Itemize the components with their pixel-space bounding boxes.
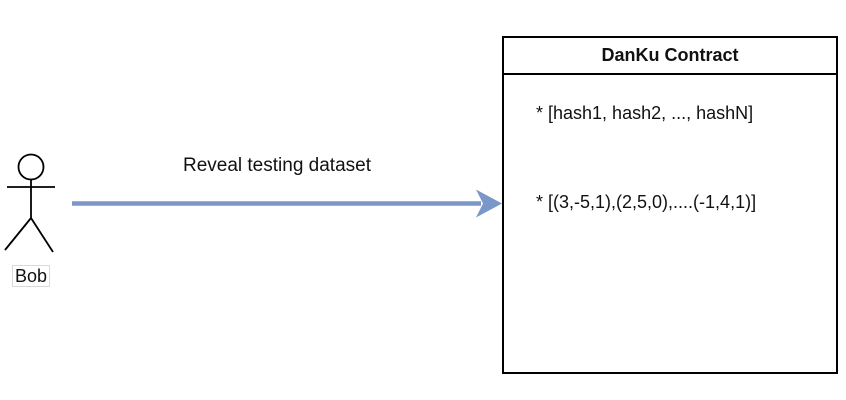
actor-label: Bob: [12, 265, 51, 287]
contract-item: * [hash1, hash2, ..., hashN]: [536, 103, 754, 123]
actor-figure-icon: [4, 153, 55, 253]
contract-title: DanKu Contract: [601, 45, 739, 65]
reveal-arrow: [72, 189, 502, 218]
arrow-label: Reveal testing dataset: [182, 155, 371, 176]
contract-body: * [hash1, hash2, ..., hashN] * [(3,-5,1)…: [504, 75, 836, 370]
contract-box: DanKu Contract * [hash1, hash2, ..., has…: [502, 36, 838, 374]
contract-header: DanKu Contract: [504, 38, 836, 75]
contract-item: * [(3,-5,1),(2,5,0),....(-1,4,1)]: [536, 192, 757, 212]
arrow-head-icon: [476, 189, 502, 218]
